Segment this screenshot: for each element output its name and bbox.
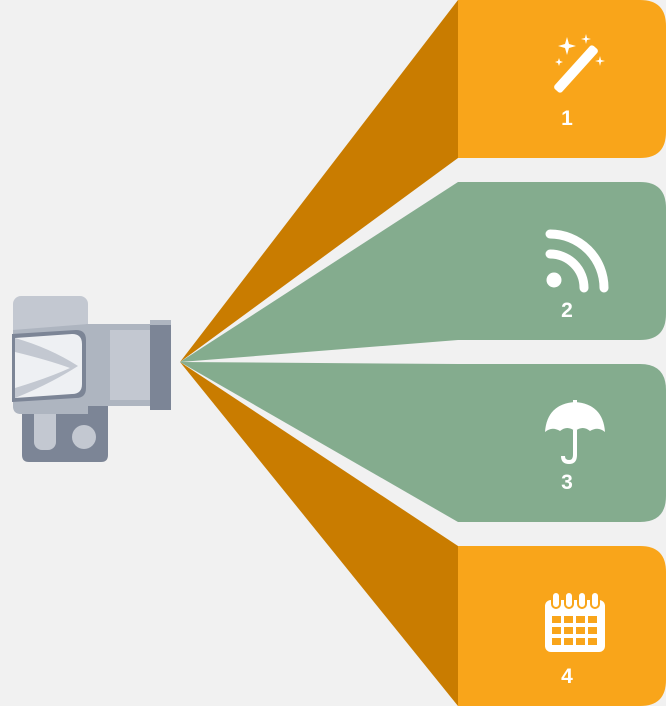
- camera-icon: [12, 296, 171, 462]
- camera-lens: [110, 324, 150, 406]
- panel-4-number: 4: [561, 665, 573, 688]
- panel-3-box: [458, 364, 666, 522]
- camera-neck: [86, 324, 110, 406]
- panel-3-number: 3: [561, 471, 573, 494]
- camera-lens-ring: [150, 320, 171, 410]
- calendar-icon: [545, 592, 605, 652]
- panel-1-number: 1: [561, 107, 573, 130]
- panel-2-number: 2: [561, 299, 573, 322]
